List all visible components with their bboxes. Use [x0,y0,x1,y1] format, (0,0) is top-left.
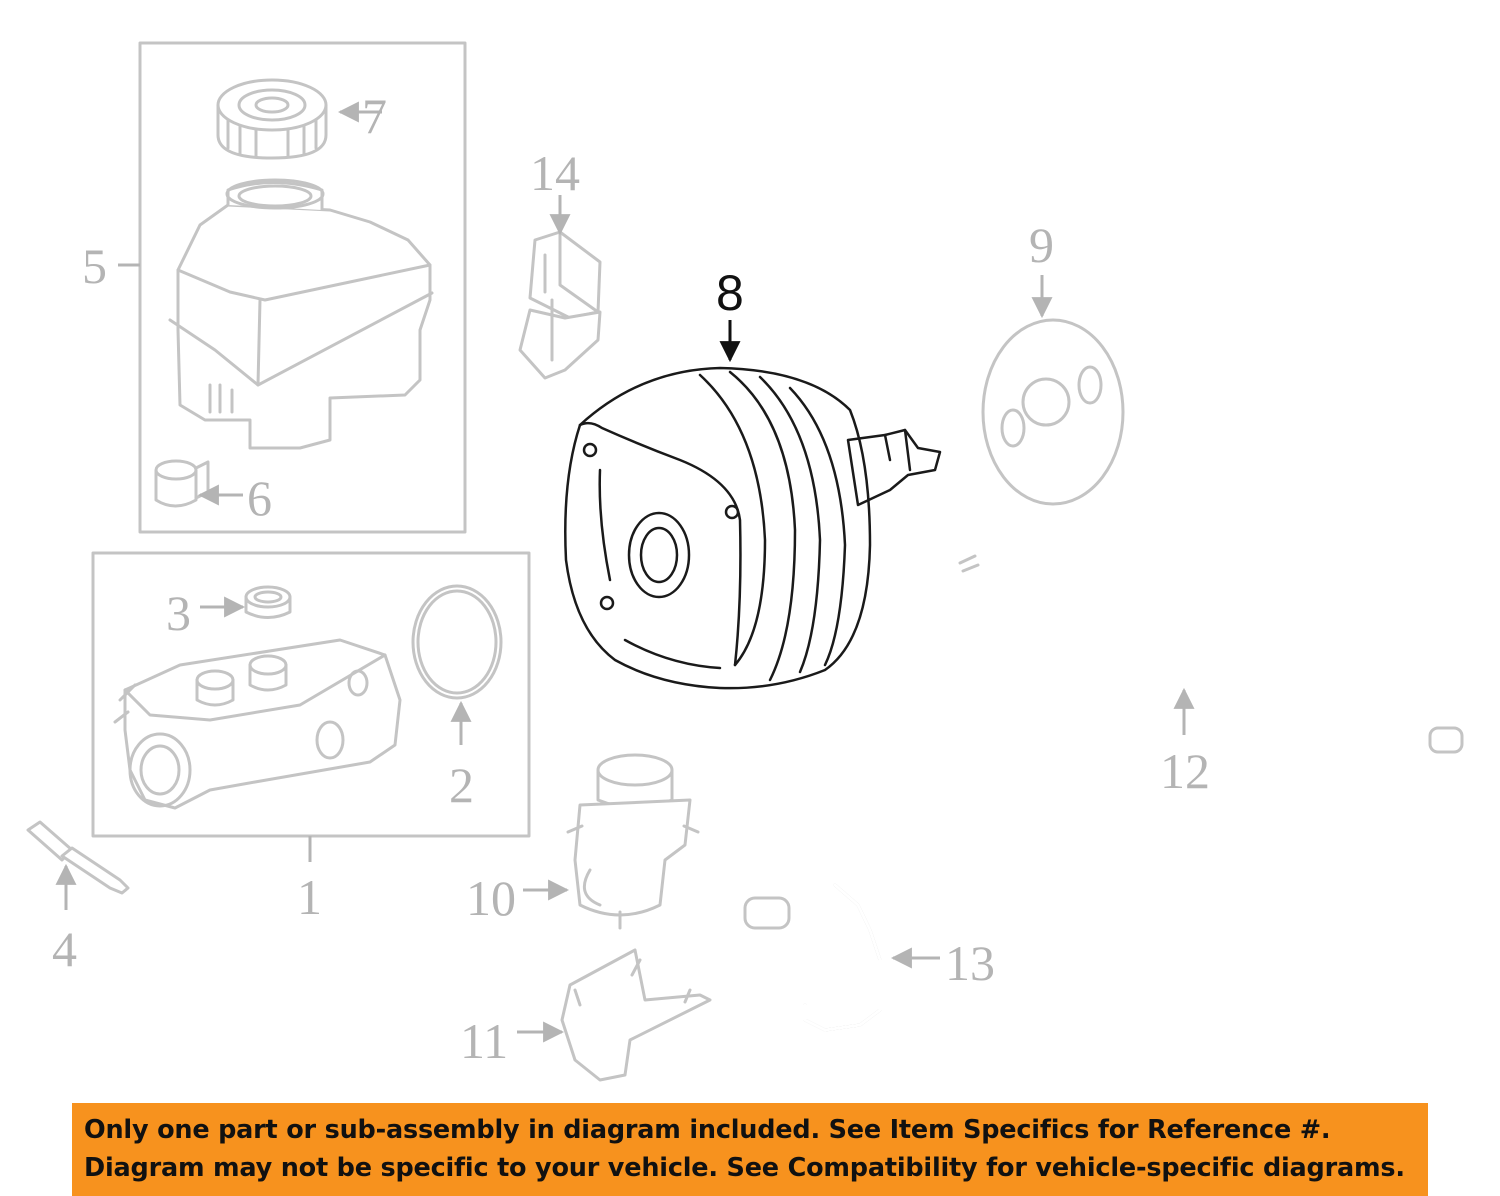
callout-11: 11 [460,1013,508,1069]
callout-5: 5 [82,238,107,294]
bracket [560,948,712,1082]
callout-1: 1 [297,869,322,925]
grommet [154,459,210,508]
reservoir-cap [216,78,328,160]
fluid-reservoir [168,178,434,450]
brake-booster [564,366,942,690]
gasket [981,318,1125,506]
callout-14: 14 [530,145,580,201]
master-cylinder [113,638,402,810]
seal [244,585,292,619]
callout-9: 9 [1029,217,1054,273]
callout-4: 4 [52,921,77,977]
callout-2: 2 [449,757,474,813]
callout-8: 8 [716,265,744,321]
disclaimer-banner: Only one part or sub-assembly in diagram… [72,1103,1428,1196]
vacuum-pump [566,753,700,930]
callout-7: 7 [362,88,387,144]
callout-3: 3 [166,585,191,641]
hose [803,883,882,1032]
o-ring [411,584,503,700]
pin [26,820,130,895]
sensor [518,230,602,380]
callout-10: 10 [466,870,516,926]
disclaimer-line-2: Diagram may not be specific to your vehi… [84,1153,1405,1183]
disclaimer-line-1: Only one part or sub-assembly in diagram… [84,1115,1331,1145]
callout-12: 12 [1160,743,1210,799]
callout-6: 6 [247,470,272,526]
callout-13: 13 [945,935,995,991]
vacuum-line [718,543,1464,930]
reservoir-group-box [138,41,467,534]
